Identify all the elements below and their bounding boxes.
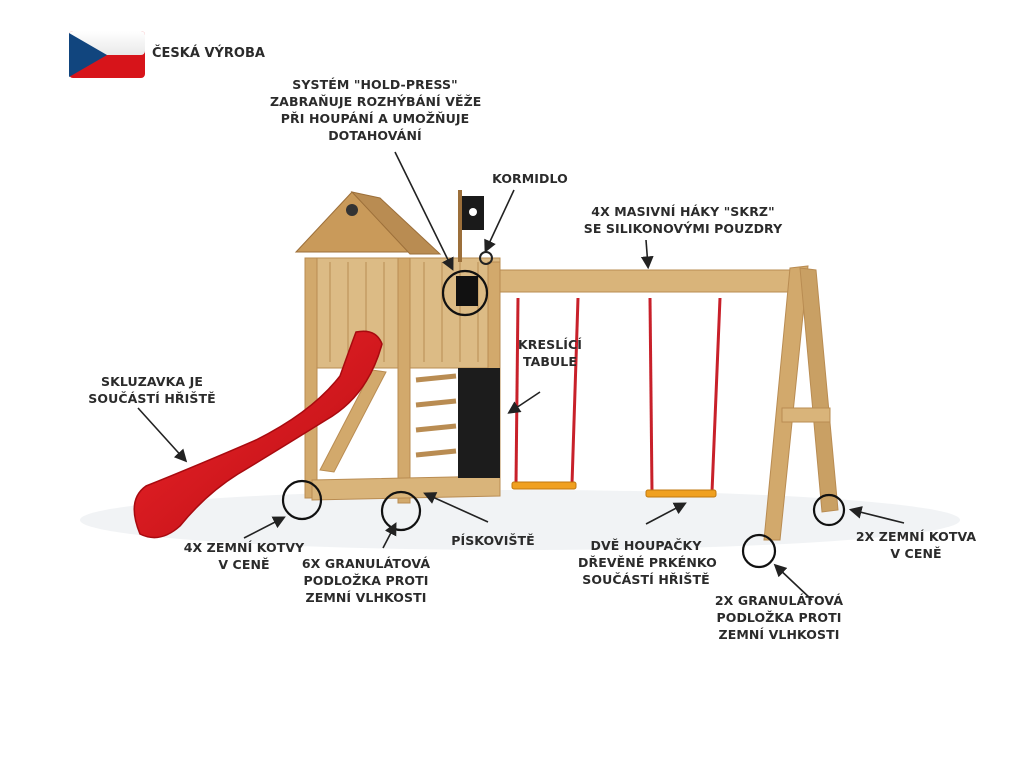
- swing-frame: [485, 265, 839, 541]
- label-hold-press: SYSTÉM "HOLD-PRESS"ZABRAŇUJE ROZHÝBÁNÍ V…: [270, 77, 482, 143]
- swing-left: [511, 297, 580, 490]
- callout-arrows: [137, 151, 905, 601]
- label-hooks: 4X MASIVNÍ HÁKY "SKRZ"SE SILIKONOVÝMI PO…: [583, 204, 783, 236]
- badge-label: ČESKÁ VÝROBA: [152, 46, 265, 61]
- red-slide: [133, 330, 383, 539]
- label-sandpit: PÍSKOVIŠTĚ: [451, 533, 535, 548]
- ground-shadow: [80, 490, 960, 550]
- label-kormidlo: KORMIDLO: [492, 171, 568, 186]
- czech-flag-icon: [69, 31, 145, 78]
- chalkboard: [458, 368, 500, 478]
- callout-circles: [281, 269, 846, 569]
- swing-right: [645, 297, 722, 498]
- play-tower: [294, 190, 501, 504]
